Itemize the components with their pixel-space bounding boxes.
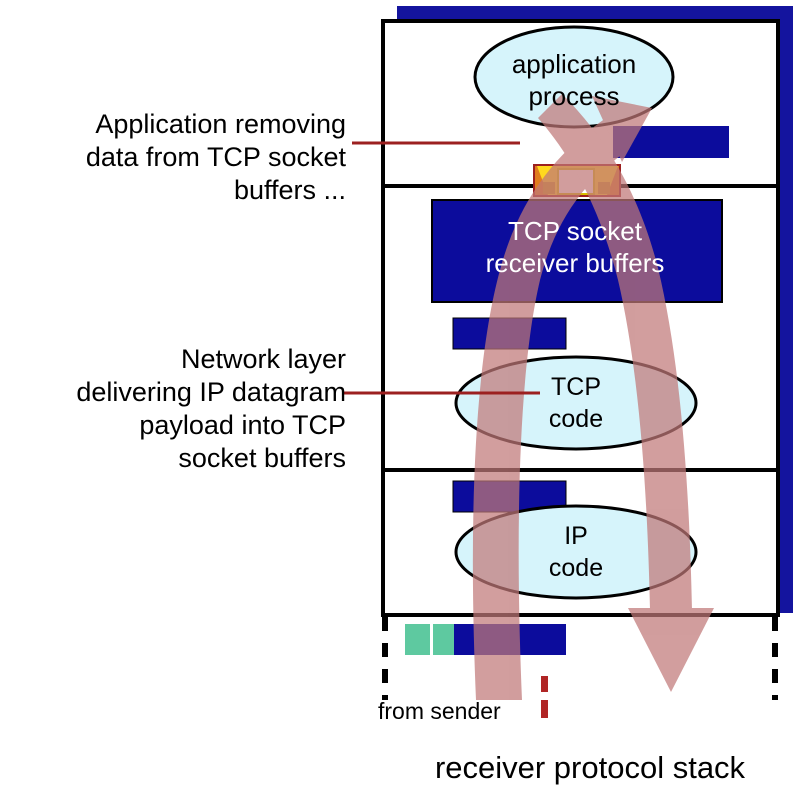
- ip-code-label: IP code: [548, 522, 604, 582]
- data-up-arrow: [472, 96, 652, 700]
- receiver-protocol-stack-title: receiver protocol stack: [434, 750, 746, 785]
- tcp-socket-receiver-buffers-box: [431, 199, 723, 303]
- from-sender-label: from sender: [378, 698, 501, 724]
- sender-tick-upper: [541, 676, 548, 692]
- callout-application-removing: Application removing data from TCP socke…: [85, 109, 346, 205]
- frame-header-segment-2: [433, 624, 454, 655]
- callout-network-layer-delivering: Network layer delivering IP datagram pay…: [76, 344, 346, 473]
- tcp-socket-receiver-buffers-label: TCP socket receiver buffers: [485, 216, 665, 278]
- application-process-label: application process: [511, 49, 637, 112]
- frame-header-segment-1: [405, 624, 430, 655]
- sender-tick-lower: [541, 700, 548, 718]
- tcp-code-label: TCP code: [548, 373, 604, 433]
- data-down-arrow: [538, 94, 714, 692]
